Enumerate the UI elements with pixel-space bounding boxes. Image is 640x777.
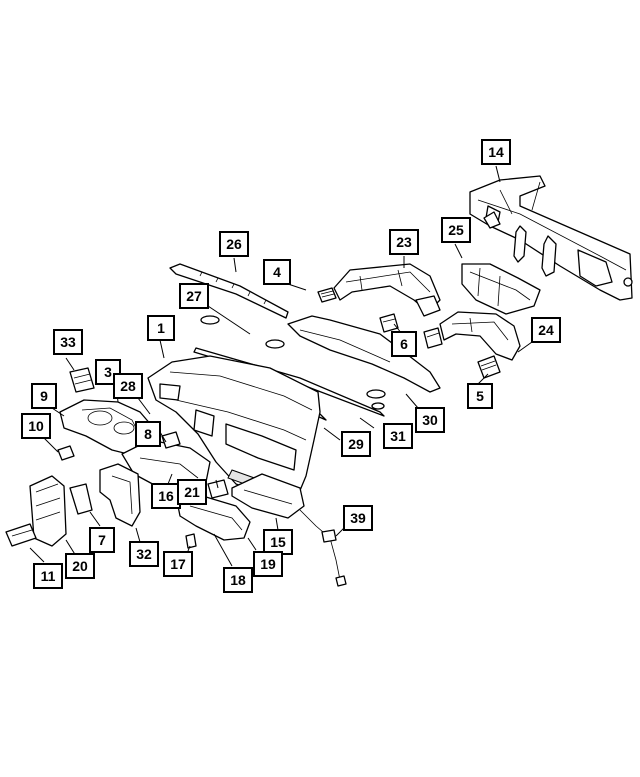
callout-28: 28 [113,373,143,399]
callout-31: 31 [383,423,413,449]
callout-23: 23 [389,229,419,255]
part-4-vent [317,287,337,303]
callout-11: 11 [33,563,63,589]
part-clips [200,315,386,410]
callout-39-label: 39 [350,510,366,526]
callout-33: 33 [53,329,83,355]
callout-17-label: 17 [170,556,186,572]
callout-24: 24 [531,317,561,343]
callout-39: 39 [343,505,373,531]
part-11-switch-bank [5,523,37,547]
callout-28-label: 28 [120,378,136,394]
callout-4-label: 4 [273,264,281,280]
callout-10-label: 10 [28,418,44,434]
callout-1: 1 [147,315,175,341]
callout-16-label: 16 [158,488,174,504]
callout-1-label: 1 [157,320,165,336]
part-5-vent [477,355,501,379]
callout-30: 30 [415,407,445,433]
part-26-defroster-strip [169,263,289,319]
callout-19-label: 19 [260,556,276,572]
callout-30-label: 30 [422,412,438,428]
part-17-clip [185,533,197,549]
callout-20: 20 [65,553,95,579]
callout-18-label: 18 [230,572,246,588]
part-7-insert [69,483,93,515]
callout-33-label: 33 [60,334,76,350]
callout-26: 26 [219,231,249,257]
callout-25: 25 [441,217,471,243]
callout-5: 5 [467,383,493,409]
callout-9-label: 9 [40,388,48,404]
callout-7-label: 7 [98,532,106,548]
callout-26-label: 26 [226,236,242,252]
part-15-glove-box [207,473,305,519]
callout-32: 32 [129,541,159,567]
callout-17: 17 [163,551,193,577]
part-6-vents [379,313,443,349]
callout-15-label: 15 [270,534,286,550]
part-drawings [5,175,633,587]
callout-16: 16 [151,483,181,509]
part-duct-assembly-right [461,211,541,315]
callout-23-label: 23 [396,234,412,250]
callout-25-label: 25 [448,222,464,238]
part-18-knee-bolster [177,493,251,541]
part-23-duct [333,263,441,317]
callout-24-label: 24 [538,322,554,338]
part-27-top-cover [287,315,441,393]
callout-19: 19 [253,551,283,577]
callout-8-label: 8 [144,426,152,442]
callout-20-label: 20 [72,558,88,574]
callout-8: 8 [135,421,161,447]
callout-29: 29 [341,431,371,457]
callout-11-label: 11 [41,568,56,584]
callout-27: 27 [179,283,209,309]
part-24-duct [439,311,521,361]
part-10-switch [57,445,75,461]
callout-7: 7 [89,527,115,553]
part-32-bracket [99,463,141,527]
callout-32-label: 32 [136,546,152,562]
callout-6-label: 6 [400,336,408,352]
callout-5-label: 5 [476,388,484,404]
leader-lines [29,165,533,567]
callout-27-label: 27 [186,288,202,304]
callout-21: 21 [177,479,207,505]
callout-3-label: 3 [104,364,112,380]
callout-29-label: 29 [348,436,364,452]
callout-18: 18 [223,567,253,593]
callout-9: 9 [31,383,57,409]
callout-15: 15 [263,529,293,555]
callout-21-label: 21 [184,484,200,500]
part-39-sensor [299,509,347,587]
callout-6: 6 [391,331,417,357]
callout-14: 14 [481,139,511,165]
callout-14-label: 14 [488,144,504,160]
part-33-vent-bezel [69,367,95,393]
callout-4: 4 [263,259,291,285]
callout-10: 10 [21,413,51,439]
callout-31-label: 31 [390,428,406,444]
